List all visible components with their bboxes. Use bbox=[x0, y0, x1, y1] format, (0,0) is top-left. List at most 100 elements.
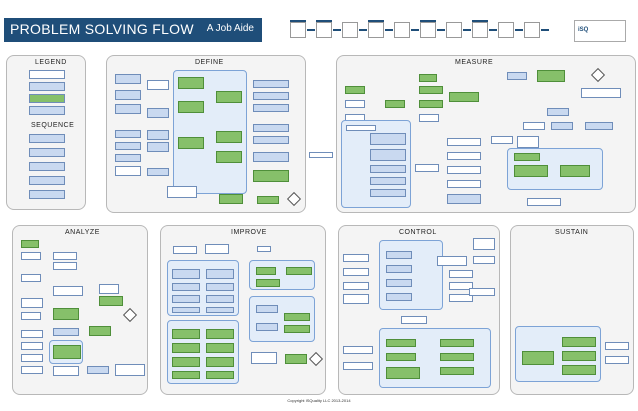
improve-box bbox=[285, 354, 307, 364]
define-panel: DEFINE bbox=[106, 55, 306, 213]
plan-box bbox=[370, 165, 406, 173]
analyze-box bbox=[21, 274, 41, 282]
analyze-box bbox=[21, 366, 43, 374]
control-box bbox=[449, 270, 473, 278]
measure-box bbox=[585, 122, 613, 130]
flow-step-6 bbox=[420, 22, 436, 38]
solution-box bbox=[172, 283, 200, 291]
control-box bbox=[473, 238, 495, 250]
measure-box bbox=[523, 122, 545, 130]
solution-box bbox=[172, 295, 200, 303]
measure-box bbox=[309, 152, 333, 158]
define-box bbox=[253, 104, 289, 112]
define-box bbox=[115, 74, 141, 84]
analyze-box bbox=[99, 284, 119, 294]
measure-box bbox=[345, 100, 365, 108]
solution-box bbox=[172, 269, 200, 279]
flow-step-7 bbox=[446, 22, 462, 38]
define-box bbox=[115, 104, 141, 114]
define-box bbox=[147, 108, 169, 118]
implement-box bbox=[284, 325, 310, 333]
measure-box bbox=[517, 136, 539, 148]
implement-box bbox=[256, 305, 278, 313]
analyze-box bbox=[87, 366, 109, 374]
measure-plan-group bbox=[341, 120, 411, 208]
define-box bbox=[253, 152, 289, 162]
decision-diamond bbox=[308, 351, 324, 367]
transition-box bbox=[386, 367, 420, 379]
solution-box bbox=[206, 295, 234, 303]
analyze-box bbox=[21, 342, 43, 350]
transition-box bbox=[440, 367, 474, 375]
define-box bbox=[167, 186, 197, 198]
define-box bbox=[147, 142, 169, 152]
define-box bbox=[115, 130, 141, 138]
improve-title: IMPROVE bbox=[231, 229, 267, 236]
control-box bbox=[343, 268, 369, 276]
measure-box bbox=[385, 100, 405, 108]
define-box bbox=[219, 194, 243, 204]
control-box bbox=[473, 256, 495, 264]
measure-box bbox=[491, 136, 513, 144]
measure-box bbox=[419, 114, 439, 122]
define-title: DEFINE bbox=[195, 59, 224, 66]
analyze-box bbox=[89, 326, 111, 336]
improve-box bbox=[251, 352, 277, 364]
measure-box bbox=[345, 86, 365, 94]
control-box bbox=[343, 294, 369, 304]
analyze-box bbox=[53, 366, 79, 376]
sequence-item bbox=[29, 148, 65, 157]
flow-arrow bbox=[463, 29, 471, 31]
analyze-box bbox=[21, 312, 41, 320]
measure-box bbox=[419, 100, 443, 108]
measure-box bbox=[537, 70, 565, 82]
flow-step-4 bbox=[368, 22, 384, 38]
solution-selection-group bbox=[167, 320, 239, 384]
root-cause-box bbox=[53, 345, 81, 359]
define-box bbox=[253, 124, 289, 132]
analyze-box bbox=[53, 308, 79, 320]
define-box bbox=[115, 90, 141, 100]
control-box bbox=[343, 362, 373, 370]
charter-box bbox=[178, 77, 204, 89]
analyze-box bbox=[53, 286, 83, 296]
flow-step-3 bbox=[342, 22, 358, 38]
selection-box bbox=[172, 329, 200, 339]
legend-item bbox=[29, 82, 65, 91]
decision-diamond bbox=[286, 191, 302, 207]
analyze-box bbox=[21, 330, 43, 338]
improve-box bbox=[257, 246, 271, 252]
sequence-item bbox=[29, 134, 65, 143]
pilot-box bbox=[256, 267, 276, 275]
plan-box bbox=[346, 125, 376, 131]
define-box bbox=[257, 196, 279, 204]
analyze-box bbox=[53, 252, 77, 260]
flow-step-5 bbox=[394, 22, 410, 38]
flow-step-1 bbox=[290, 22, 306, 38]
plan-box bbox=[370, 149, 406, 161]
sustain-box bbox=[522, 351, 554, 365]
measure-box bbox=[415, 164, 439, 172]
pilot-box bbox=[256, 279, 280, 287]
project-charter-group bbox=[173, 70, 247, 194]
flow-step-10 bbox=[524, 22, 540, 38]
measure-box bbox=[581, 88, 621, 98]
control-plan-box bbox=[386, 251, 412, 259]
flow-step-8 bbox=[472, 22, 488, 38]
define-box bbox=[147, 168, 169, 176]
control-box bbox=[449, 282, 473, 290]
selection-box bbox=[172, 343, 200, 353]
solution-box bbox=[206, 283, 234, 291]
plan-box bbox=[370, 189, 406, 197]
analyze-box bbox=[115, 364, 145, 376]
solution-box bbox=[206, 307, 234, 313]
define-box bbox=[253, 80, 289, 88]
control-plan-box bbox=[386, 293, 412, 301]
legend-item bbox=[29, 70, 65, 79]
pilot-box bbox=[286, 267, 312, 275]
transition-box bbox=[440, 339, 474, 347]
title-bar: PROBLEM SOLVING FLOW A Job Aide bbox=[4, 18, 262, 42]
legend-item bbox=[29, 106, 65, 115]
improve-panel: IMPROVE bbox=[160, 225, 326, 395]
control-plan-box bbox=[386, 265, 412, 273]
